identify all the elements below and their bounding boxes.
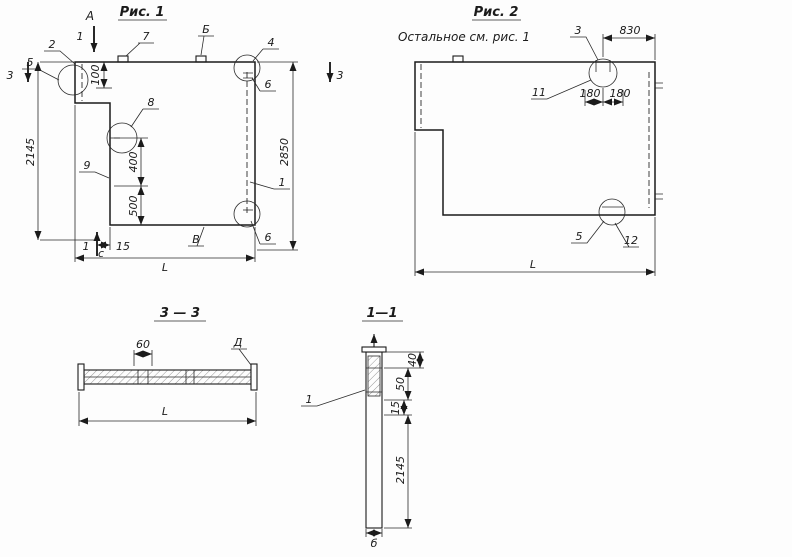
callout-6-bottom: 6	[265, 231, 272, 244]
dim-2145: 2145	[24, 138, 37, 166]
dim-100: 100	[89, 65, 102, 86]
callout-9: 9	[84, 159, 91, 172]
callout-1-section11: 1	[306, 393, 313, 406]
section3-marker-left-label: 3	[7, 69, 14, 82]
fig1-lifting-loop-left	[117, 55, 129, 63]
dim-180-right: 180	[610, 87, 631, 100]
section33-title: 3 — 3	[160, 306, 200, 321]
dim-2145-section11: 2145	[394, 456, 407, 484]
dim-15-section11: 15	[389, 401, 402, 415]
fig1-section-markers: А 1 3 3 1 с	[7, 9, 344, 260]
callout-4: 4	[268, 36, 275, 49]
fig1-callouts: 2 5 7 Б 4 6 8 9 1 В 6	[22, 23, 290, 247]
callout-11: 11	[532, 86, 546, 99]
figure-1: Рис. 1 А 1 3 3 1	[7, 5, 344, 274]
callout-b: Б	[202, 23, 210, 36]
fig1-lifting-loop-right	[195, 55, 207, 63]
dim-l-section33: L	[162, 405, 168, 418]
fig2-lifting-loop	[452, 55, 464, 63]
dim-400: 400	[127, 152, 140, 173]
dim-830: 830	[620, 24, 641, 37]
fig2-detail-circles	[588, 58, 626, 226]
callout-6-top: 6	[265, 78, 272, 91]
fig1-dimensions: 100 400 500 2145 2850 L 15	[24, 61, 298, 274]
figure-2: Рис. 2 Остальное см. рис. 1 3 11 5 12	[398, 5, 663, 276]
fig2-callouts: 3 11 5 12	[531, 24, 639, 248]
dim-l-fig2: L	[530, 258, 536, 271]
section33-strip	[77, 363, 258, 391]
dim-b: б	[371, 537, 378, 550]
dim-40: 40	[406, 353, 419, 367]
section1-marker-top-label: 1	[77, 30, 84, 43]
fig1-title: Рис. 1	[120, 5, 165, 20]
dim-180-left: 180	[580, 87, 601, 100]
section11-title: 1—1	[366, 306, 397, 321]
fig2-dimensions: 830 180 180 L	[414, 24, 656, 276]
dim-500: 500	[127, 196, 140, 217]
dim-2850: 2850	[278, 138, 291, 166]
label-d: Д	[233, 336, 243, 349]
fig2-panel-outline	[414, 55, 663, 216]
callout-1: 1	[279, 176, 286, 189]
callout-5-fig2: 5	[576, 230, 583, 243]
callout-8: 8	[148, 96, 155, 109]
fig2-title: Рис. 2	[474, 5, 519, 20]
dim-15-fig1: 15	[116, 240, 130, 253]
fig2-note: Остальное см. рис. 1	[398, 30, 530, 44]
callout-7: 7	[143, 30, 150, 43]
section3-marker-right-label: 3	[337, 69, 344, 82]
section-3-3: 3 — 3 60 Д L	[77, 306, 258, 426]
section33-dimensions: 60 Д L	[78, 336, 257, 426]
callout-5: 5	[27, 56, 34, 69]
dim-50: 50	[394, 377, 407, 391]
callout-3-fig2: 3	[575, 24, 582, 37]
callout-12: 12	[624, 234, 638, 247]
callout-2: 2	[49, 38, 56, 51]
section11-callouts: 1	[301, 389, 366, 407]
fig1-panel-outline	[74, 55, 256, 226]
dim-60: 60	[136, 338, 150, 351]
section-1-1: 1—1 1 40 50 15 2145 б	[301, 306, 424, 550]
section1-marker-bottom-label: 1	[83, 240, 90, 253]
callout-v: В	[192, 233, 200, 246]
section11-dimensions: 40 50 15 2145 б	[365, 351, 424, 550]
marker-c-label: с	[98, 247, 104, 260]
section11-strip	[361, 334, 387, 529]
dim-l-fig1: L	[162, 261, 168, 274]
view-marker-a-label: А	[85, 9, 94, 23]
